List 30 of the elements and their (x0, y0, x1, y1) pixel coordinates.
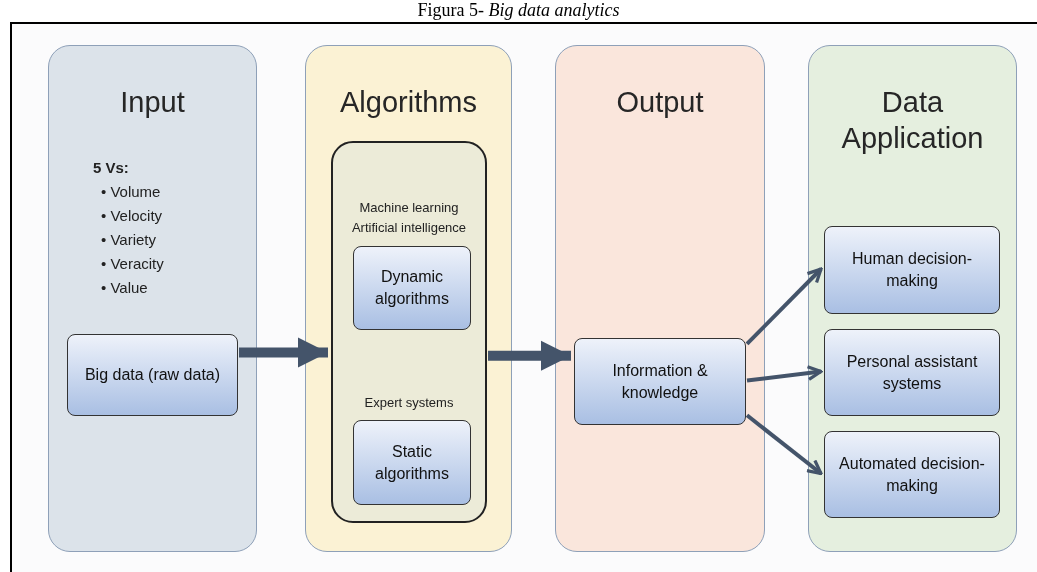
group-box (331, 141, 487, 523)
column-heading: Algorithms (339, 85, 478, 120)
arrow (488, 340, 571, 371)
column-panel (305, 45, 512, 552)
process-box: Human decision-making (824, 226, 1000, 314)
bullet-item: • Veracity (101, 254, 164, 274)
arrow (745, 413, 823, 476)
process-box: Dynamic algorithms (353, 246, 471, 330)
list-heading: 5 Vs: (93, 158, 130, 178)
arrow (746, 365, 823, 383)
process-box: Static algorithms (353, 420, 471, 505)
process-box: Big data (raw data) (67, 334, 238, 416)
arrow (239, 337, 328, 368)
arrow (745, 267, 823, 346)
figure-title: Figura 5- Big data analytics (416, 0, 621, 20)
process-box: Personal assistant systems (824, 329, 1000, 416)
bullet-item: • Variety (101, 230, 157, 250)
column-heading: Output (615, 85, 705, 120)
bullet-item: • Velocity (101, 206, 164, 226)
group-label: Expert systems (363, 394, 455, 412)
column-heading: Input (119, 85, 186, 120)
column-panel (48, 45, 257, 552)
bullet-item: • Value (101, 278, 149, 298)
process-box: Automated decision-making (824, 431, 1000, 518)
bullet-item: • Volume (101, 182, 162, 202)
process-box: Information & knowledge (574, 338, 746, 425)
column-panel (808, 45, 1017, 552)
group-label: Machine learning Artificial intelligence (350, 199, 468, 237)
column-panel (555, 45, 765, 552)
column-heading: Data Application (840, 85, 985, 156)
